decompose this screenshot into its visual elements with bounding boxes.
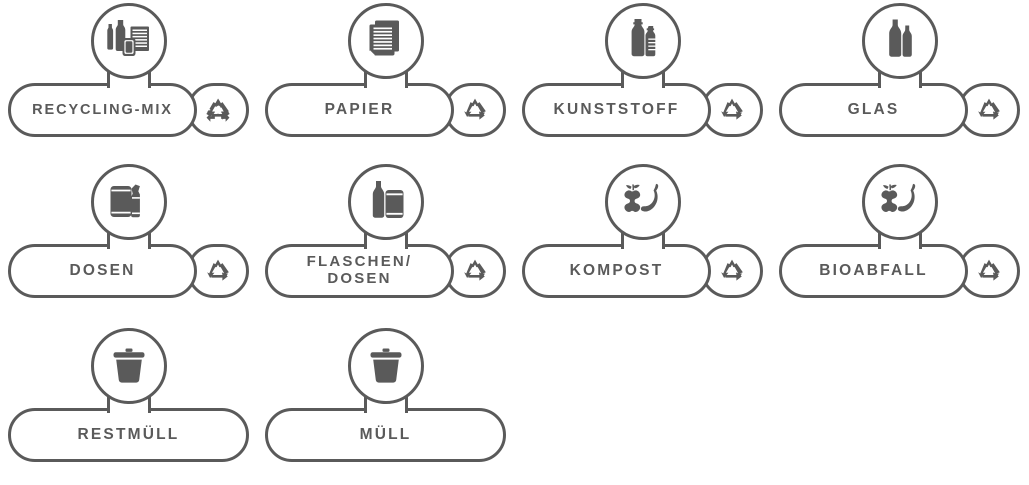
recycling-loop-icon: [718, 96, 746, 124]
cans-icon: [105, 179, 153, 225]
sign-row-3: RESTMÜLL M: [0, 325, 1029, 485]
sign-plate: RESTMÜLL: [8, 408, 249, 462]
badge-flaschen-dosen: [347, 164, 424, 240]
sign-row-1: RECYCLING-MIX: [0, 0, 1029, 160]
sign-restmuell[interactable]: RESTMÜLL: [0, 325, 257, 485]
recycle-mark-cap[interactable]: [444, 244, 506, 298]
sign-label: FLASCHEN/ DOSEN: [306, 253, 413, 287]
label-pill[interactable]: MÜLL: [265, 408, 506, 462]
sign-label: RESTMÜLL: [77, 426, 180, 444]
plastic-bottles-icon: [621, 16, 665, 66]
sign-label: BIOABFALL: [819, 262, 928, 280]
sign-label: PAPIER: [324, 101, 395, 119]
badge-kompost: [604, 164, 681, 240]
recycling-loop-icon: [204, 257, 232, 285]
bottle-and-can-icon: [363, 178, 409, 226]
sign-plate: PAPIER: [265, 83, 506, 137]
badge-papier: [347, 3, 424, 79]
sign-kunststoff[interactable]: KUNSTSTOFF: [514, 0, 771, 160]
badge-restmuell: [90, 328, 167, 404]
badge-bioabfall: [861, 164, 938, 240]
badge-recycling-mix: [90, 3, 167, 79]
sign-kompost[interactable]: KOMPOST: [514, 161, 771, 321]
label-pill[interactable]: KUNSTSTOFF: [522, 83, 711, 137]
paper-stack-icon: [363, 17, 409, 65]
sign-label: DOSEN: [69, 262, 136, 280]
sign-row-2: DOSEN: [0, 161, 1029, 321]
badge-dosen: [90, 164, 167, 240]
sign-label: GLAS: [847, 101, 900, 119]
label-pill[interactable]: PAPIER: [265, 83, 454, 137]
apple-core-banana-peel-icon: [617, 179, 669, 225]
sign-bioabfall[interactable]: BIOABFALL: [771, 161, 1028, 321]
label-pill[interactable]: DOSEN: [8, 244, 197, 298]
recycling-loop-icon: [718, 257, 746, 285]
label-pill[interactable]: KOMPOST: [522, 244, 711, 298]
sign-plate: KOMPOST: [522, 244, 763, 298]
sign-dosen[interactable]: DOSEN: [0, 161, 257, 321]
sign-recycling-mix[interactable]: RECYCLING-MIX: [0, 0, 257, 160]
badge-muell: [347, 328, 424, 404]
recycle-mark-cap[interactable]: [958, 244, 1020, 298]
recycle-mark-cap[interactable]: [701, 83, 763, 137]
sign-cell-empty: [771, 325, 1028, 485]
sign-label: KOMPOST: [569, 262, 664, 280]
sign-glas[interactable]: GLAS: [771, 0, 1028, 160]
recycle-mark-cap[interactable]: [701, 244, 763, 298]
recycling-loop-icon: [461, 96, 489, 124]
badge-glas: [861, 3, 938, 79]
label-pill[interactable]: RECYCLING-MIX: [8, 83, 197, 137]
badge-kunststoff: [604, 3, 681, 79]
sign-plate: BIOABFALL: [779, 244, 1020, 298]
sign-label: KUNSTSTOFF: [553, 101, 680, 119]
sign-plate: MÜLL: [265, 408, 506, 462]
recycling-loop-icon: [204, 96, 232, 124]
sign-papier[interactable]: PAPIER: [257, 0, 514, 160]
trash-bin-icon: [364, 344, 408, 388]
trash-bin-icon: [107, 344, 151, 388]
recycling-loop-icon: [975, 257, 1003, 285]
sign-plate: DOSEN: [8, 244, 249, 298]
label-pill[interactable]: BIOABFALL: [779, 244, 968, 298]
sign-plate: KUNSTSTOFF: [522, 83, 763, 137]
sign-plate: GLAS: [779, 83, 1020, 137]
bottles-and-newspaper-icon: [103, 17, 155, 65]
sign-muell[interactable]: MÜLL: [257, 325, 514, 485]
label-pill[interactable]: RESTMÜLL: [8, 408, 249, 462]
sign-cell-empty: [514, 325, 771, 485]
sign-flaschen-dosen[interactable]: FLASCHEN/ DOSEN: [257, 161, 514, 321]
recycling-loop-icon: [461, 257, 489, 285]
label-pill[interactable]: GLAS: [779, 83, 968, 137]
sign-label: MÜLL: [359, 426, 412, 444]
sign-plate: RECYCLING-MIX: [8, 83, 249, 137]
recycling-loop-icon: [975, 96, 1003, 124]
apple-core-banana-peel-icon: [874, 179, 926, 225]
glass-bottles-icon: [878, 17, 922, 65]
sign-label: RECYCLING-MIX: [32, 101, 173, 118]
sign-plate: FLASCHEN/ DOSEN: [265, 244, 506, 298]
label-pill[interactable]: FLASCHEN/ DOSEN: [265, 244, 454, 298]
